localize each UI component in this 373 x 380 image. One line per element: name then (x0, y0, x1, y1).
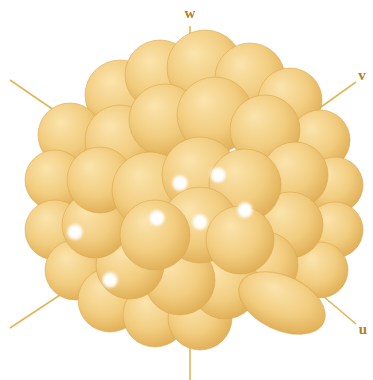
cell (206, 206, 274, 274)
cell (120, 200, 190, 270)
highlight (211, 168, 226, 183)
highlight (150, 211, 165, 226)
highlight (173, 176, 188, 191)
axis-lines (10, 26, 356, 380)
highlight (103, 273, 118, 288)
axis-label: u (359, 322, 367, 337)
highlights (68, 168, 253, 288)
highlight (193, 215, 208, 230)
cell-lobe (229, 259, 335, 347)
axis-label: v (358, 68, 366, 83)
axis-label: w (185, 6, 196, 21)
highlight (68, 225, 83, 240)
highlight (238, 203, 253, 218)
cells (25, 30, 363, 350)
